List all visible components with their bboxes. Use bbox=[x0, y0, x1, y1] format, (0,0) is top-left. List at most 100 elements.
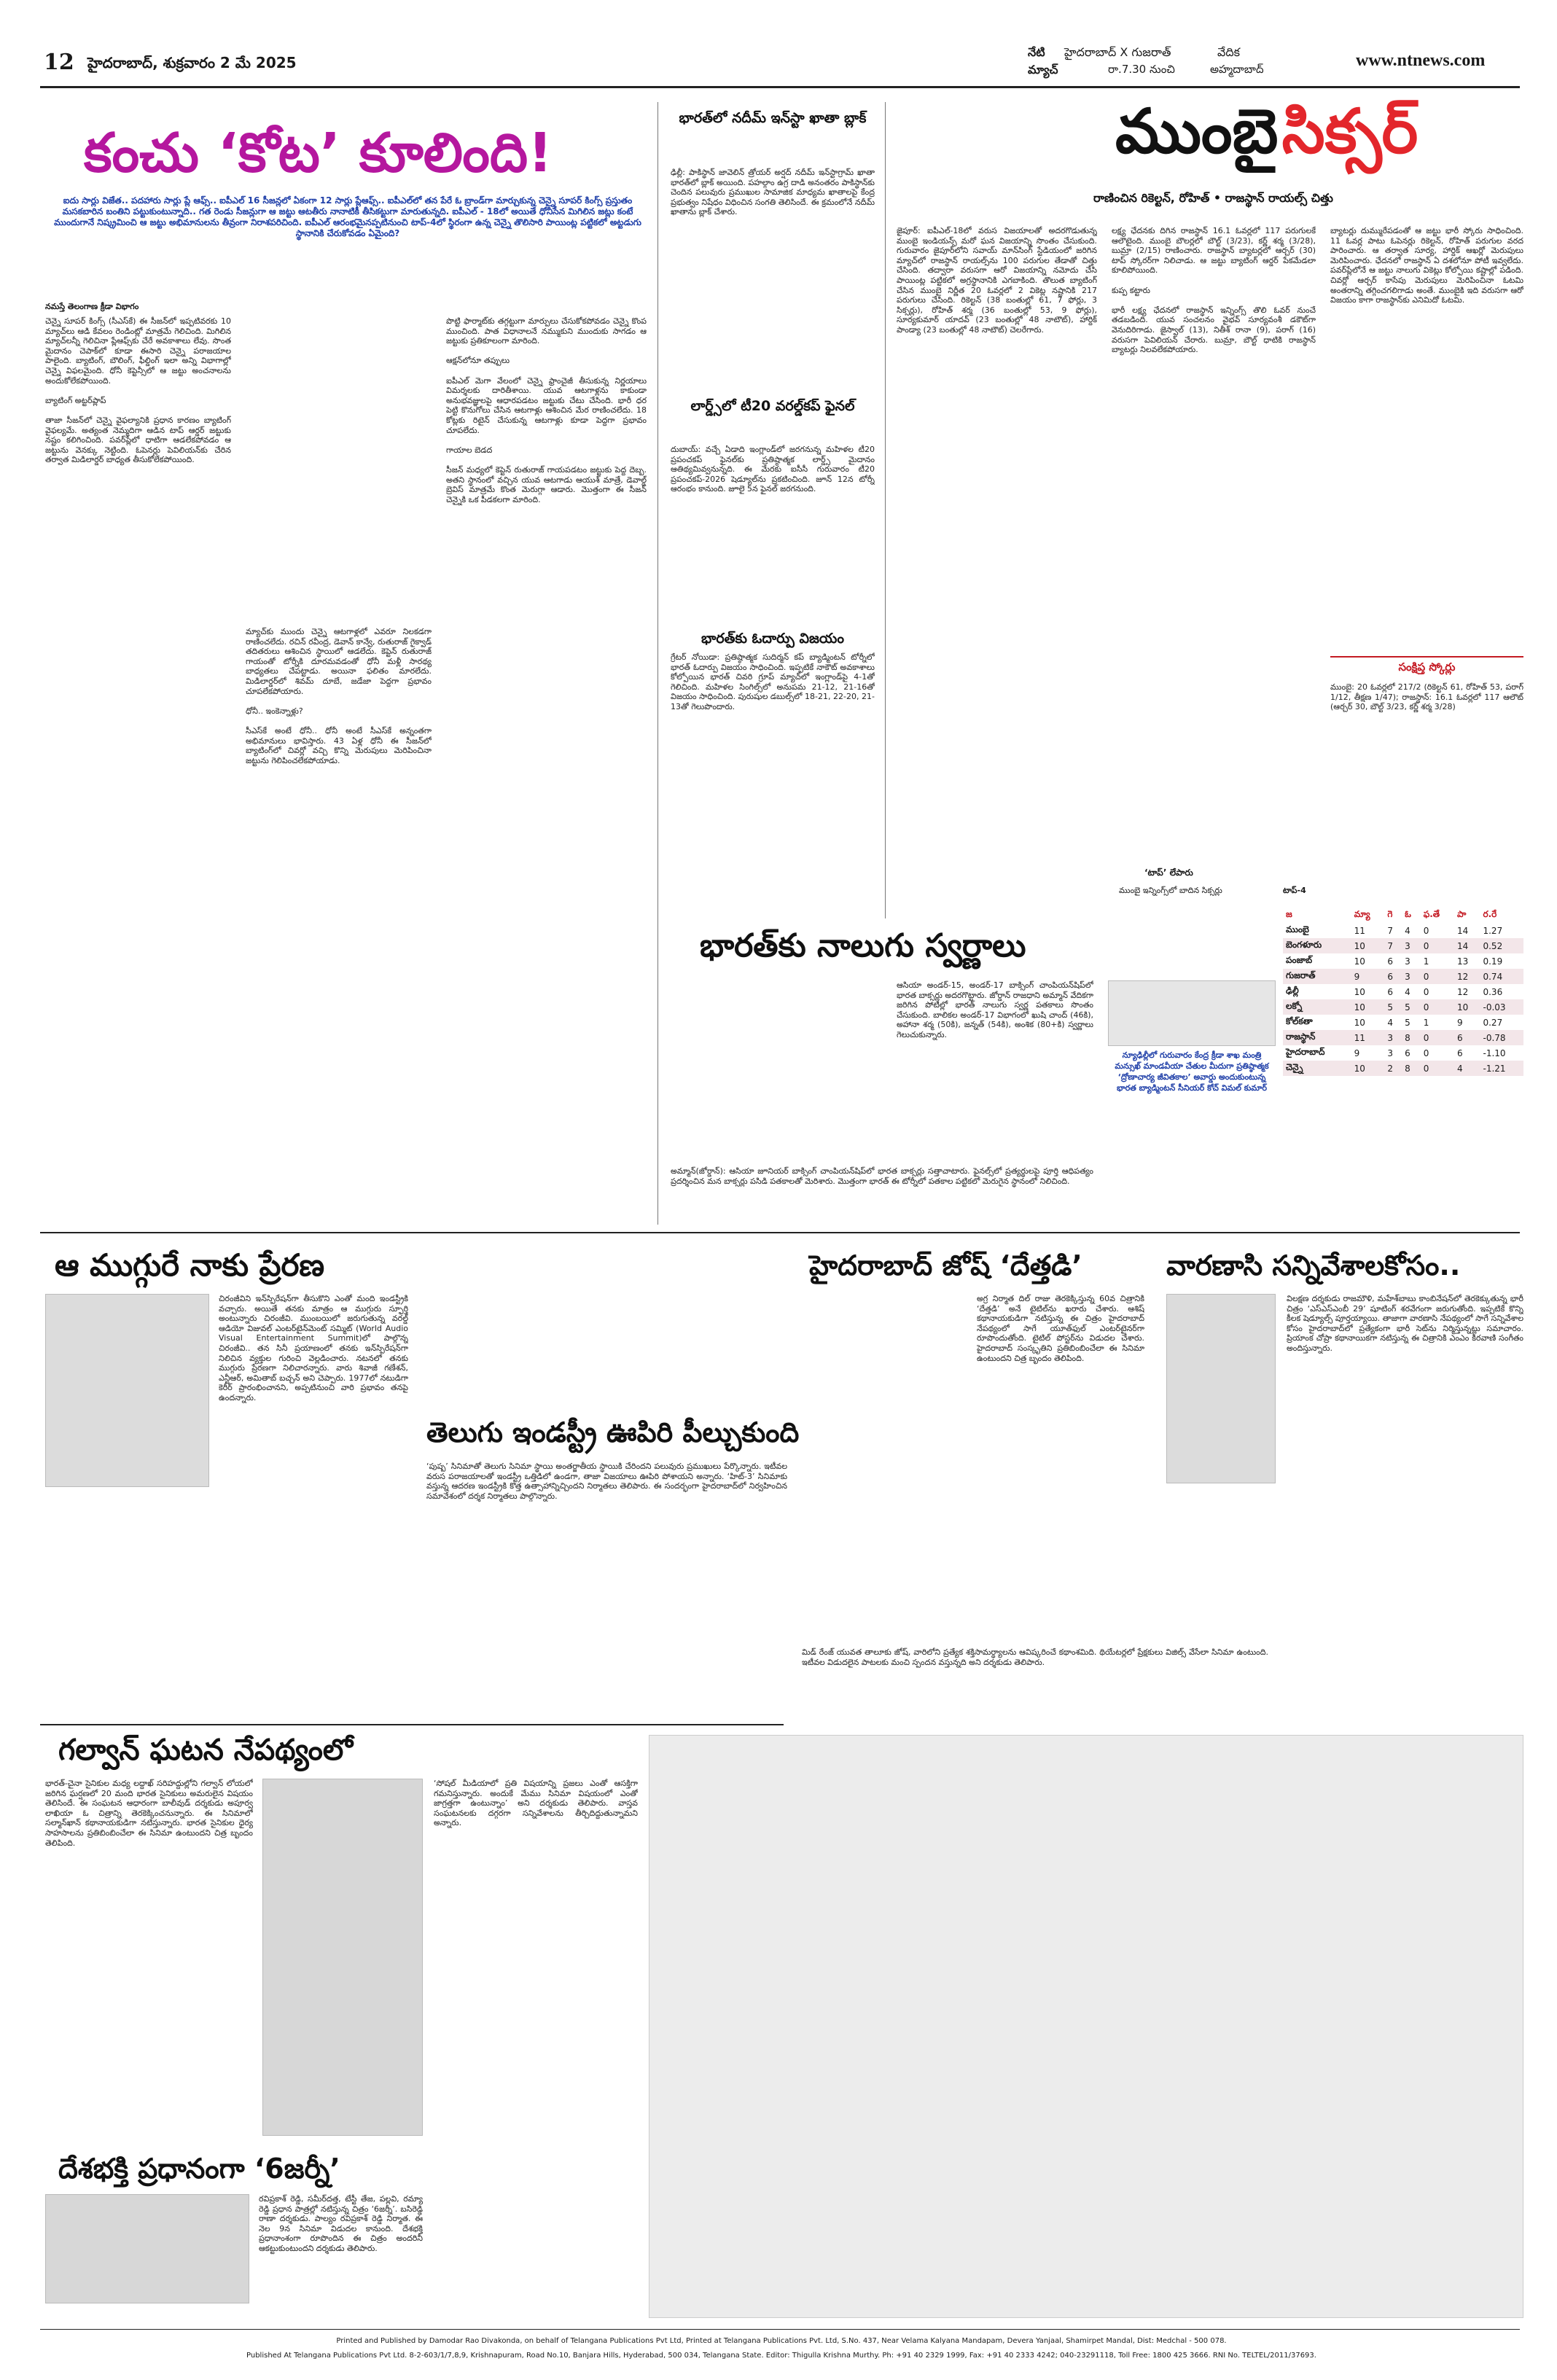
table-cell: 4 bbox=[1405, 986, 1410, 997]
feature-photo bbox=[649, 1735, 1523, 2318]
table-cell: 14 bbox=[1457, 925, 1469, 936]
points-table-header: గె bbox=[1387, 909, 1393, 919]
table-cell: 10 bbox=[1354, 956, 1365, 967]
brief3-body: గ్రేటర్‌ నోయిడా: ప్రతిష్ఠాత్మక సుదిర్మన్… bbox=[671, 652, 875, 711]
table-cell: 0 bbox=[1423, 986, 1429, 997]
table-cell: 0.27 bbox=[1483, 1017, 1503, 1028]
page-number: 12 bbox=[44, 50, 74, 75]
section-rule bbox=[40, 1724, 784, 1725]
column-divider bbox=[657, 102, 658, 1225]
team-name: లక్నో bbox=[1283, 999, 1351, 1015]
table-cell: 12 bbox=[1457, 986, 1469, 997]
team-name: గుజరాత్‌ bbox=[1283, 969, 1351, 984]
lead-column-1: చెన్నై సూపర్‌ కింగ్స్‌ (సీఎస్‌కే) ఈ సీజన… bbox=[45, 316, 231, 465]
team-name: పంజాబ్‌ bbox=[1286, 955, 1313, 965]
masthead: 12 హైదరాబాద్, శుక్రవారం 2 మే 2025 నేటి హ… bbox=[29, 45, 1531, 89]
table-cell: 11 bbox=[1354, 925, 1365, 936]
galwan-body-2: ‘సోషల్‌ మీడియాలో ప్రతి విషయాన్ని ప్రజలు … bbox=[434, 1779, 638, 1828]
table-cell: 1 bbox=[1423, 956, 1429, 967]
table-cell: 6 bbox=[1405, 1047, 1410, 1058]
table-cell: 5 bbox=[1402, 999, 1421, 1015]
ent2-headline: హైదరాబాద్‌ జోష్‌ ‘దేత్తడి’ bbox=[809, 1249, 1082, 1281]
footer-line-1: Printed and Published by Damodar Rao Div… bbox=[336, 2337, 1227, 2345]
table-cell: 14 bbox=[1454, 938, 1480, 953]
ent3-body: విలక్షణ దర్శకుడు రాజమౌళి, మహేశ్‌బాబు కాం… bbox=[1287, 1294, 1523, 1353]
short-scores-box: సంక్షిప్త స్కోర్లు ముంబై: 20 ఓవర్లలో 217… bbox=[1330, 656, 1523, 795]
table-cell: 3 bbox=[1402, 938, 1421, 953]
team-name: కోల్‌కతా bbox=[1286, 1016, 1313, 1026]
mi-innings-label: ముంబై ఇన్నింగ్స్‌లో బాదిన సిక్సర్లు bbox=[1119, 886, 1222, 895]
table-cell: 3 bbox=[1387, 1047, 1393, 1058]
table-cell: 12 bbox=[1454, 969, 1480, 984]
table-cell: -1.10 bbox=[1483, 1047, 1506, 1058]
table-cell: 6 bbox=[1387, 986, 1393, 997]
mumbai-subline: రాణించిన రికెల్టన్‌, రోహిత్‌ • రాజస్థాన్… bbox=[1093, 191, 1333, 205]
points-table-header: జ bbox=[1286, 909, 1292, 919]
team-name: రాజస్థాన్‌ bbox=[1283, 1030, 1351, 1045]
ent2-body: అగ్ర నిర్మాత దిల్‌ రాజు తెరకెక్కిస్తున్న… bbox=[977, 1294, 1144, 1363]
match-time: రా.7.30 నుంచి bbox=[1108, 63, 1175, 76]
table-cell: 8 bbox=[1402, 1030, 1421, 1045]
team-name: ఢిల్లీ bbox=[1286, 986, 1299, 996]
jersey-headline: దేశభక్తి ప్రధానంగా ‘6జర్నీ’ bbox=[58, 2153, 340, 2185]
venue: అహ్మదాబాద్ bbox=[1210, 63, 1264, 76]
galwan-headline: గల్వాన్‌ ఘటన నేపథ్యంలో bbox=[58, 1733, 354, 1767]
table-cell: -1.21 bbox=[1480, 1061, 1523, 1076]
site-url[interactable]: www.ntnews.com bbox=[1356, 51, 1486, 70]
team-name: హైదరాబాద్‌ bbox=[1286, 1047, 1325, 1057]
today-label: నేటి bbox=[1028, 45, 1045, 59]
table-cell: 10 bbox=[1454, 999, 1480, 1015]
table-cell: 0 bbox=[1420, 938, 1455, 953]
mumbai-headline: ముంబై సిక్సర్‌ bbox=[1115, 95, 1419, 167]
ent4-headline: తెలుగు ఇండస్ట్రీ ఊపిరి పీల్చుకుంది bbox=[426, 1416, 800, 1448]
table-cell: 0.19 bbox=[1483, 956, 1503, 967]
award-photo bbox=[1108, 980, 1276, 1046]
table-cell: 10 bbox=[1354, 986, 1365, 997]
ent1-headline: ఆ ముగ్గురే నాకు ప్రేరణ bbox=[55, 1247, 325, 1283]
table-cell: 10 bbox=[1351, 938, 1385, 953]
points-table-header: ఫ.తే bbox=[1423, 909, 1440, 919]
table-cell: -0.78 bbox=[1480, 1030, 1523, 1045]
galwan-body: భారత్‌-చైనా సైనికుల మధ్య లద్దాఖ్‌ సరిహద్… bbox=[45, 1779, 253, 1848]
table-cell: 3 bbox=[1384, 1030, 1402, 1045]
points-table-header: పా bbox=[1457, 909, 1467, 919]
masthead-rule bbox=[40, 86, 1520, 88]
mumbai-body-2: లక్ష్య ఛేదనకు దిగిన రాజస్థాన్‌ 16.1 ఓవర్… bbox=[1112, 226, 1316, 355]
venue-label: వేదిక bbox=[1217, 45, 1241, 59]
award-caption: న్యూఢిల్లీలో గురువారం కేంద్ర క్రీడా శాఖ … bbox=[1115, 1050, 1269, 1093]
page-date: హైదరాబాద్, శుక్రవారం 2 మే 2025 bbox=[87, 54, 297, 71]
gold-headline: భారత్‌కు నాలుగు స్వర్ణాలు bbox=[700, 927, 1026, 964]
table-cell: 9 bbox=[1351, 969, 1385, 984]
team-name: బెంగళూరు bbox=[1283, 938, 1351, 953]
lead-deck: ఐదు సార్లు విజేత.. పదహారు సార్లు ప్లే ఆఫ… bbox=[54, 195, 641, 238]
brief1-body: ఢిల్లీ: పాకిస్థాన్‌ జావెలిన్‌ త్రోయర్‌ అ… bbox=[671, 168, 875, 217]
table-cell: 6 bbox=[1457, 1047, 1463, 1058]
column-divider bbox=[885, 102, 886, 918]
footer-rule bbox=[40, 2329, 1520, 2330]
ent3-headline: వారణాసి సన్నివేశాలకోసం.. bbox=[1166, 1249, 1461, 1281]
table-cell: 13 bbox=[1457, 956, 1469, 967]
section-rule bbox=[40, 1232, 1520, 1233]
lead-byline: నమస్తే తెలంగాణ క్రీడా విభాగం bbox=[45, 302, 139, 311]
mumbai-body-3: బ్యాటర్లు దుమ్మురేపడంతో ఆ జట్టు భారీ స్క… bbox=[1330, 226, 1523, 305]
top4-label: టాప్‌-4 bbox=[1283, 886, 1306, 895]
team-name: చెన్నై bbox=[1283, 1061, 1351, 1076]
ent4-body-2: మిడ్‌ రేంజ్‌ యువత తాలూకు జోష్‌, వారిలోని… bbox=[802, 1647, 1268, 1667]
jersey-photo bbox=[45, 2194, 249, 2303]
table-cell: 0.52 bbox=[1480, 938, 1523, 953]
lead-column-2: మ్యాచ్‌కు ముందు చెన్నై ఆటగాళ్లలో ఎవరూ ని… bbox=[246, 627, 432, 765]
mumbai-body-1: జైపూర్‌: ఐపీఎల్‌-18లో వరుస విజయాలతో అదరగ… bbox=[897, 226, 1097, 335]
jersey-body: రవిప్రకాశ్‌ రెడ్డి, సమీర్‌దత్త, టేస్టీ త… bbox=[259, 2194, 423, 2253]
table-cell: 0.74 bbox=[1480, 969, 1523, 984]
table-cell: 0 bbox=[1420, 1030, 1455, 1045]
match-label: మ్యాచ్ bbox=[1028, 63, 1058, 77]
table-cell: 10 bbox=[1351, 999, 1385, 1015]
